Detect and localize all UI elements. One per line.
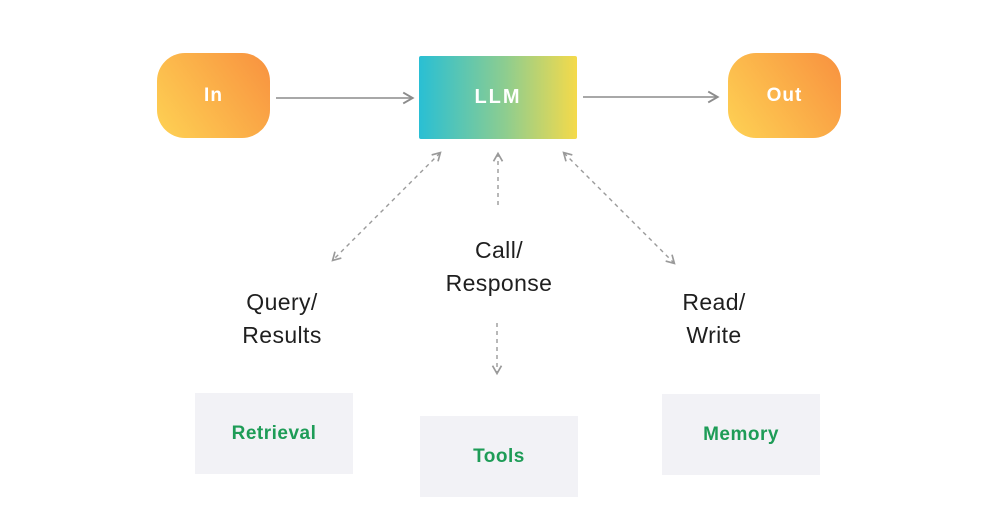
module-memory-label: Memory bbox=[703, 423, 779, 445]
edge-label-call-response: Call/ Response bbox=[446, 234, 553, 300]
edge-label-query-line1: Query/ bbox=[246, 289, 318, 315]
module-tools: Tools bbox=[420, 416, 578, 497]
dashed-arrow-llm-memory bbox=[562, 151, 676, 265]
node-out: Out bbox=[728, 53, 841, 138]
edge-label-read-line2: Write bbox=[686, 322, 742, 348]
edge-label-read-line1: Read/ bbox=[682, 289, 746, 315]
edge-label-read-write: Read/ Write bbox=[682, 286, 745, 352]
node-llm: LLM bbox=[419, 56, 577, 139]
dashed-arrow-llm-retrieval bbox=[331, 151, 442, 262]
edge-label-query-results: Query/ Results bbox=[242, 286, 322, 352]
module-retrieval: Retrieval bbox=[195, 393, 353, 474]
module-retrieval-label: Retrieval bbox=[231, 422, 317, 444]
node-out-label: Out bbox=[766, 84, 803, 106]
node-in-label: In bbox=[204, 84, 223, 106]
edge-label-call-line1: Call/ bbox=[474, 237, 523, 263]
module-tools-label: Tools bbox=[473, 445, 525, 467]
edge-label-query-line2: Results bbox=[242, 322, 322, 348]
node-llm-label: LLM bbox=[474, 86, 522, 108]
module-memory: Memory bbox=[662, 394, 820, 475]
node-in: In bbox=[157, 53, 270, 138]
edge-label-call-line2: Response bbox=[445, 270, 553, 296]
